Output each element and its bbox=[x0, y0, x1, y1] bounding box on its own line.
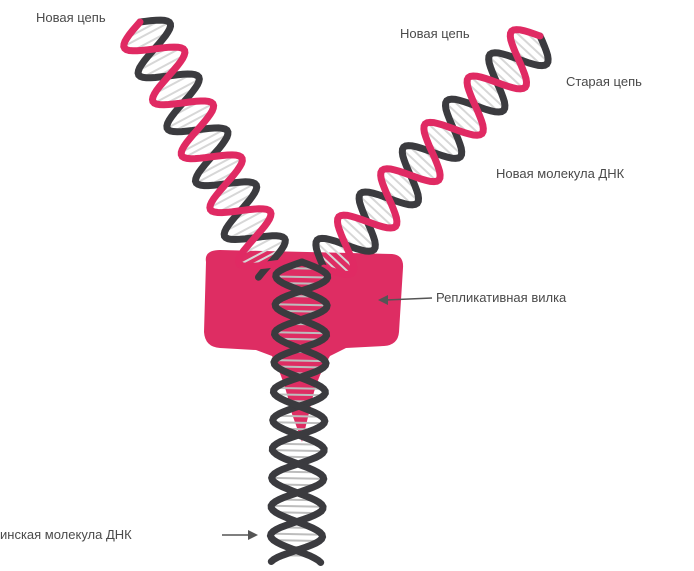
parent-helix-base-pair bbox=[272, 450, 324, 451]
right-daughter-helix bbox=[316, 30, 548, 275]
right-helix-strand-a bbox=[324, 30, 540, 275]
parent-helix-base-pair bbox=[273, 422, 324, 423]
fork-arrow bbox=[378, 295, 432, 305]
parent-helix-base-pair bbox=[272, 478, 324, 479]
parent-helix-base-pair bbox=[276, 277, 328, 278]
label-new-molecule: Новая молекула ДНК bbox=[496, 166, 624, 182]
parent-helix-base-pair bbox=[275, 394, 324, 395]
parent-helix-base-pair bbox=[275, 304, 327, 305]
label-new-strand-left: Новая цепь bbox=[36, 10, 106, 26]
label-new-strand-right: Новая цепь bbox=[400, 26, 470, 42]
left-daughter-helix bbox=[124, 20, 286, 277]
parent-helix-base-pair bbox=[275, 332, 326, 333]
label-old-strand: Старая цепь bbox=[566, 74, 642, 90]
label-replication-fork: Репликативная вилка bbox=[436, 290, 566, 306]
parent-molecule-arrow bbox=[222, 530, 258, 540]
label-parent-molecule: инская молекула ДНК bbox=[0, 527, 132, 543]
parent-helix-base-pair bbox=[271, 534, 322, 535]
parent-helix-base-pair bbox=[271, 506, 323, 507]
parent-helix-base-pair bbox=[275, 360, 325, 361]
